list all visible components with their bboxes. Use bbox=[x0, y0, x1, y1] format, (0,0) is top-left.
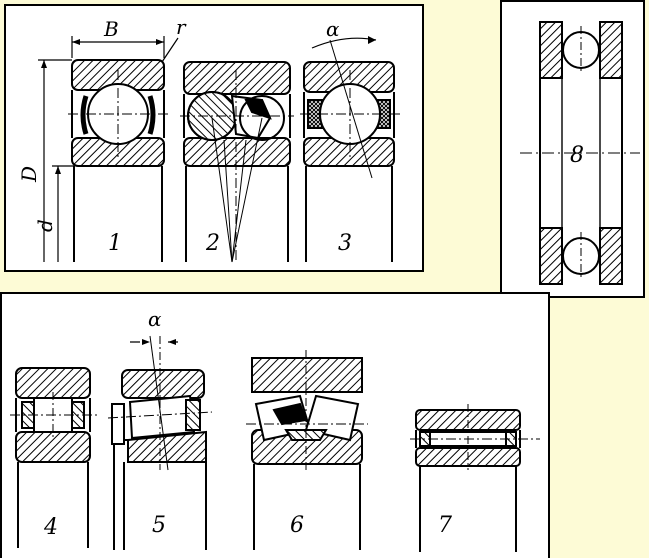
inner-diameter-symbol: d bbox=[33, 219, 57, 232]
bearing-1-label: 1 bbox=[108, 231, 122, 256]
outer-diameter-symbol: D bbox=[17, 166, 41, 183]
bearing-1-deep-groove-ball bbox=[38, 36, 179, 262]
radius-symbol: r bbox=[176, 15, 187, 39]
bearing-4-cylindrical-roller bbox=[10, 367, 98, 548]
contact-angle-symbol-bottom: α bbox=[148, 307, 162, 331]
bearing-8-thrust-ball bbox=[520, 21, 640, 285]
bearing-5-tapered-roller bbox=[107, 335, 213, 550]
bearing-5-label: 5 bbox=[152, 513, 166, 538]
bearing-8-label: 8 bbox=[570, 143, 584, 168]
contact-angle-symbol-top: α bbox=[326, 17, 340, 41]
bearing-6-spherical-roller bbox=[246, 350, 368, 550]
width-symbol: B bbox=[103, 17, 119, 41]
bearing-3-label: 3 bbox=[338, 231, 352, 256]
bearing-7-label: 7 bbox=[438, 513, 452, 538]
bearing-3-angular-contact-ball bbox=[300, 36, 400, 262]
bearing-4-label: 4 bbox=[43, 515, 58, 540]
bearing-7-needle-roller bbox=[410, 404, 540, 552]
bearing-2-self-aligning-ball bbox=[180, 61, 294, 263]
bearing-2-label: 2 bbox=[205, 231, 220, 256]
bearing-6-label: 6 bbox=[290, 513, 304, 538]
